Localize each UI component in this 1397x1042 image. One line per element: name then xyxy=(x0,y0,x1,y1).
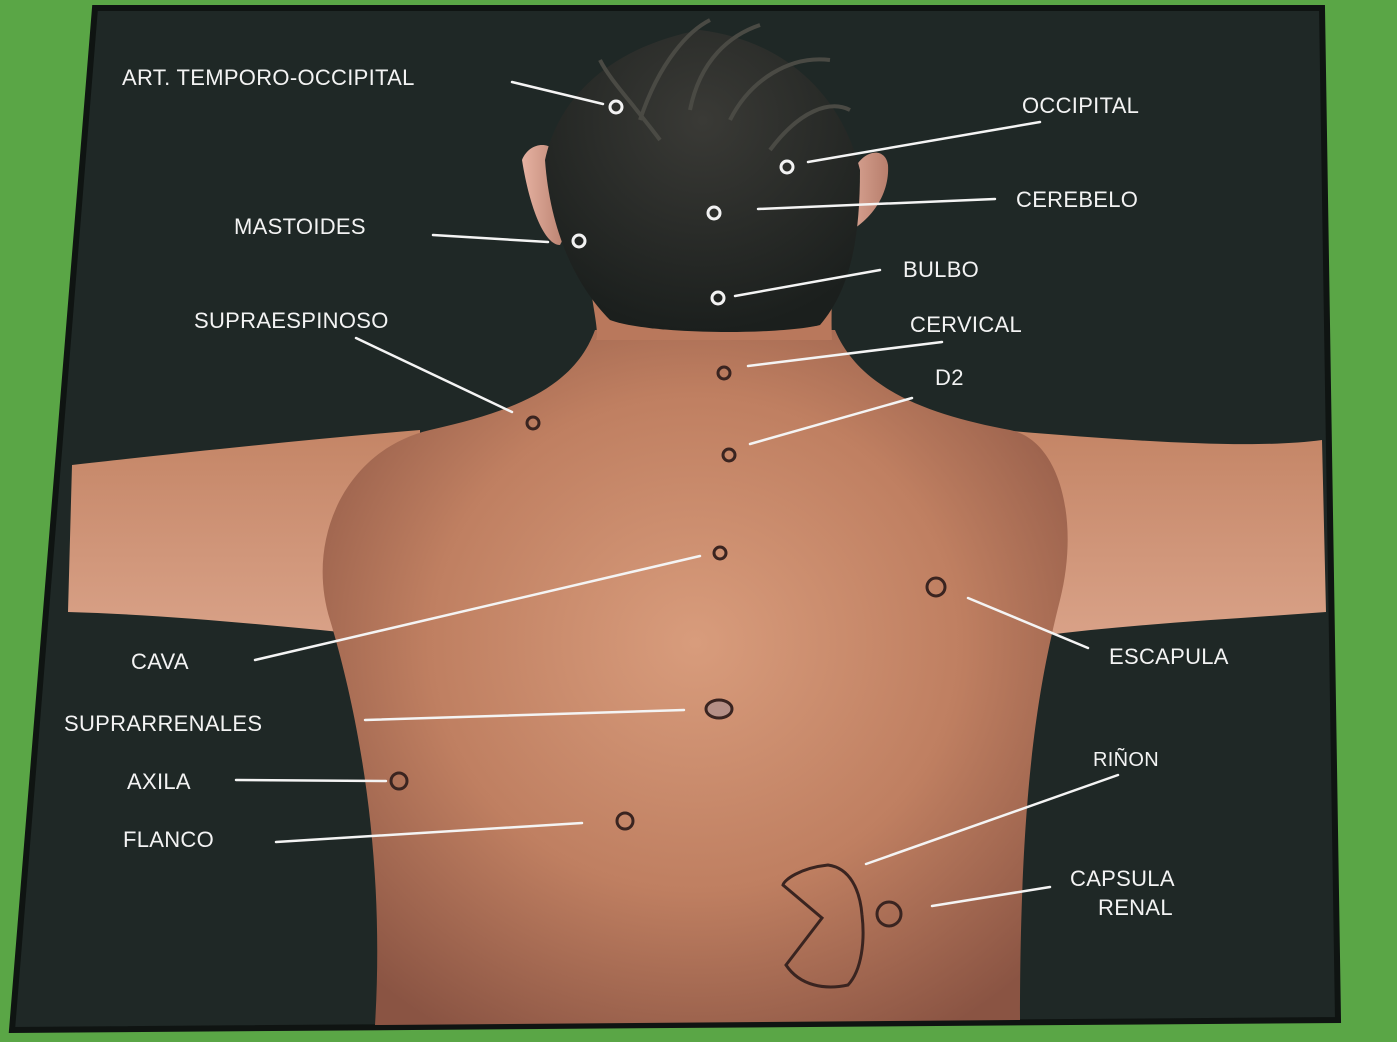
label-axila: AXILA xyxy=(127,769,191,794)
label-suprarrenales: SUPRARRENALES xyxy=(64,711,262,736)
label-capsula-renal-line2: RENAL xyxy=(1098,895,1173,920)
label-mastoides: MASTOIDES xyxy=(234,214,366,239)
label-d2: D2 xyxy=(935,365,964,390)
label-flanco: FLANCO xyxy=(123,827,214,852)
label-capsula-renal-line1: CAPSULA xyxy=(1070,866,1175,891)
label-cerebelo: CEREBELO xyxy=(1016,187,1138,212)
label-escapula: ESCAPULA xyxy=(1109,644,1229,669)
label-bulbo: BULBO xyxy=(903,257,979,282)
torso xyxy=(323,330,1068,1025)
label-art-temporo-occipital: ART. TEMPORO-OCCIPITAL xyxy=(122,65,415,90)
label-supraespinoso: SUPRAESPINOSO xyxy=(194,308,389,333)
label-rinon: RIÑON xyxy=(1093,747,1159,771)
point-suprarrenales xyxy=(706,700,732,718)
label-cervical: CERVICAL xyxy=(910,312,1022,337)
label-occipital: OCCIPITAL xyxy=(1022,93,1139,118)
label-cava: CAVA xyxy=(131,649,189,674)
